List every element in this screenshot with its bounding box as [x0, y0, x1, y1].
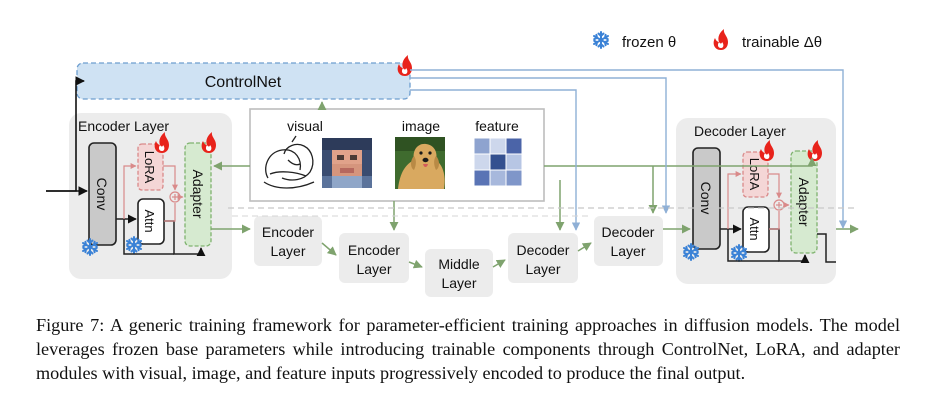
pipeline-decoder-2-line1: Decoder — [602, 224, 655, 240]
pipeline-encoder-2-line2: Layer — [356, 261, 391, 277]
decoder-lora-box — [742, 151, 769, 198]
sketch-image — [263, 135, 315, 189]
legend: frozen θ trainable Δθ — [593, 29, 822, 51]
snowflake-icon — [593, 31, 609, 49]
pipeline-decoder-2-line2: Layer — [610, 243, 645, 259]
legend-frozen-label: frozen θ — [622, 34, 676, 51]
pipeline-encoder-1-line1: Encoder — [262, 224, 314, 240]
decoder-adapter-label: Adapter — [796, 177, 812, 226]
encoder-attn-label: Attn — [142, 209, 157, 232]
pipeline-encoder-1: Encoder Layer — [254, 216, 322, 266]
decoder-lora-label: LoRA — [747, 158, 762, 191]
feature-grid-image — [473, 137, 523, 187]
pipeline-middle-line1: Middle — [438, 256, 479, 272]
decoder-conv-label: Conv — [698, 182, 714, 215]
framework-diagram: frozen θ trainable Δθ ControlNet visual … — [46, 29, 859, 297]
dog-image — [395, 137, 445, 189]
encoder-lora-box — [137, 143, 164, 191]
decoder-attn-label: Attn — [747, 217, 762, 240]
decoder-conv-box — [692, 147, 721, 250]
green-flow-arrows — [211, 101, 859, 269]
legend-trainable-label: trainable Δθ — [742, 34, 822, 51]
input-label-image: image — [402, 118, 440, 134]
input-arrows — [46, 76, 88, 196]
pixelated-image — [322, 138, 372, 188]
encoder-adapter-label: Adapter — [190, 169, 206, 218]
pipeline-decoder-1-line1: Decoder — [517, 242, 570, 258]
pipeline-encoder-1-line2: Layer — [270, 243, 305, 259]
encoder-block-title: Encoder Layer — [78, 118, 169, 134]
controlnet-label: ControlNet — [205, 74, 282, 91]
pipeline-decoder-1: Decoder Layer — [508, 233, 578, 283]
pipeline-encoder-2: Encoder Layer — [339, 233, 409, 283]
flame-icon — [713, 29, 728, 50]
pipeline-decoder-1-line2: Layer — [525, 261, 560, 277]
blue-controlnet-arrows — [410, 69, 848, 231]
input-label-visual: visual — [287, 118, 323, 134]
pipeline-encoder-2-line1: Encoder — [348, 242, 400, 258]
figure-caption: Figure 7: A generic training framework f… — [36, 315, 900, 383]
decoder-adapter-box — [790, 150, 818, 254]
pipeline-middle: Middle Layer — [425, 249, 493, 297]
encoder-adapter-box — [184, 142, 212, 247]
input-label-feature: feature — [475, 118, 519, 134]
pipeline-middle-line2: Layer — [441, 275, 476, 291]
pipeline-decoder-2: Decoder Layer — [594, 216, 663, 266]
encoder-conv-label: Conv — [94, 178, 110, 211]
encoder-lora-label: LoRA — [142, 151, 157, 184]
decoder-block-title: Decoder Layer — [694, 123, 786, 139]
encoder-conv-box — [88, 142, 117, 246]
